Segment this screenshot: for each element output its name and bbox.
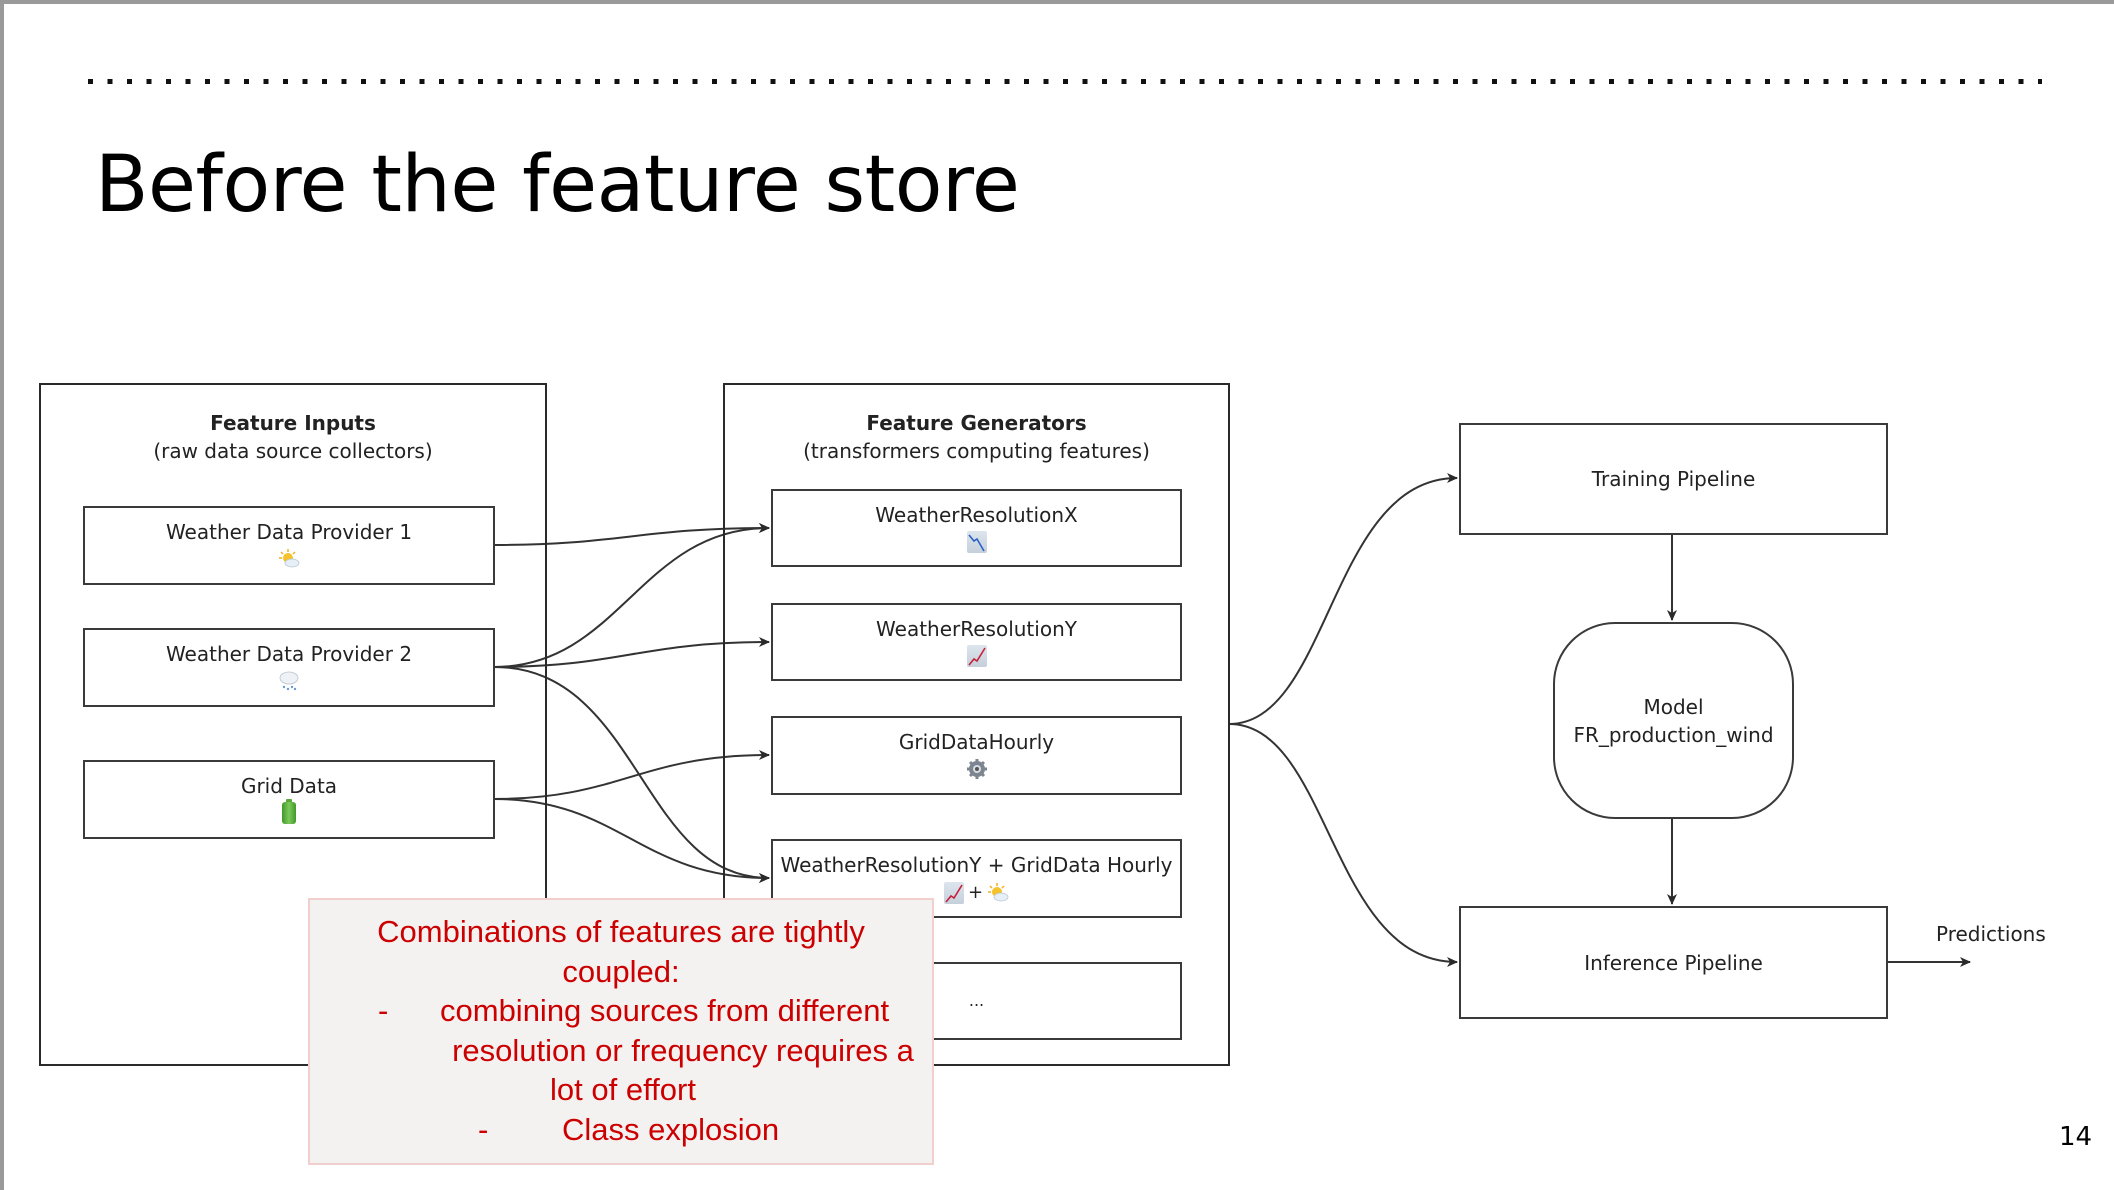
node-training-pipeline[interactable]: Training Pipeline bbox=[1459, 423, 1888, 535]
node-weather-resolution-y[interactable]: WeatherResolutionY bbox=[771, 603, 1182, 681]
coupling-callout: Combinations of features are tightly cou… bbox=[308, 898, 934, 1165]
node-weather-data-provider-1[interactable]: Weather Data Provider 1 bbox=[83, 506, 495, 585]
node-label: Inference Pipeline bbox=[1584, 950, 1763, 975]
chart-increasing-icon bbox=[966, 645, 987, 667]
callout-bullet-1-line-2: resolution or frequency requires a bbox=[452, 1032, 914, 1068]
edge-generators-inference bbox=[1228, 723, 1458, 967]
feature-generators-title: Feature Generators bbox=[866, 411, 1087, 435]
slide-frame-top bbox=[0, 0, 2114, 4]
callout-bullet-2-line-1: Class explosion bbox=[562, 1111, 780, 1147]
model-name: FR_production_wind bbox=[1573, 722, 1774, 747]
cloud-with-snow-icon bbox=[278, 670, 300, 692]
page-number: 14 bbox=[2059, 1122, 2093, 1152]
node-grid-data[interactable]: Grid Data bbox=[83, 760, 495, 839]
node-label: WeatherResolutionY + GridData Hourly bbox=[780, 853, 1173, 877]
bullet-dash: - bbox=[478, 1111, 489, 1147]
plus-sign: + bbox=[967, 882, 984, 903]
callout-bullet-1-line-3: lot of effort bbox=[550, 1072, 696, 1107]
dotted-divider bbox=[88, 79, 2042, 84]
feature-inputs-group: Feature Inputs (raw data source collecto… bbox=[39, 383, 547, 1066]
callout-bullet-2: - Class explosion bbox=[310, 1110, 932, 1150]
node-weather-resolution-y-plus-grid-data-hourly[interactable]: WeatherResolutionY + GridData Hourly + bbox=[771, 839, 1182, 918]
feature-generators-subtitle: (transformers computing features) bbox=[803, 439, 1150, 463]
node-weather-resolution-x[interactable]: WeatherResolutionX bbox=[771, 489, 1182, 567]
feature-inputs-subtitle: (raw data source collectors) bbox=[153, 439, 433, 463]
node-model[interactable]: Model FR_production_wind bbox=[1553, 622, 1794, 819]
bullet-dash: - bbox=[378, 993, 389, 1028]
node-label: Grid Data bbox=[240, 774, 338, 798]
feature-generators-group: Feature Generators (transformers computi… bbox=[723, 383, 1230, 1066]
model-label: Model bbox=[1643, 694, 1704, 719]
node-label: GridDataHourly bbox=[898, 730, 1055, 754]
node-grid-data-hourly[interactable]: GridDataHourly bbox=[771, 716, 1182, 795]
callout-bullet-1: - combining sources from different bbox=[310, 991, 932, 1031]
edge-generators-training bbox=[1228, 473, 1458, 725]
callout-bullet-1-line-1: combining sources from different bbox=[440, 993, 890, 1028]
chart-increasing-icon bbox=[943, 882, 964, 904]
node-label: Weather Data Provider 2 bbox=[165, 642, 413, 666]
feature-inputs-title: Feature Inputs bbox=[210, 411, 376, 435]
node-label: WeatherResolutionY bbox=[876, 617, 1077, 641]
node-label: Training Pipeline bbox=[1591, 467, 1756, 491]
battery-icon bbox=[282, 799, 296, 824]
chart-decreasing-icon bbox=[966, 531, 987, 553]
callout-heading-line-2: coupled: bbox=[562, 953, 680, 989]
sun-behind-cloud-icon bbox=[278, 548, 300, 570]
callout-heading-line-1: Combinations of features are tightly bbox=[377, 914, 865, 949]
node-label: Weather Data Provider 1 bbox=[165, 520, 413, 544]
gear-icon bbox=[966, 758, 988, 780]
predictions-label: Predictions bbox=[1936, 922, 2046, 946]
node-inference-pipeline[interactable]: Inference Pipeline bbox=[1459, 906, 1888, 1019]
node-label: WeatherResolutionX bbox=[875, 503, 1078, 527]
sun-behind-cloud-icon bbox=[987, 882, 1009, 904]
node-label: ... bbox=[968, 991, 985, 1010]
edge-wdp2-wrx bbox=[493, 523, 770, 668]
slide-frame-left bbox=[0, 0, 4, 1190]
slide-title: Before the feature store bbox=[95, 140, 1020, 230]
node-weather-data-provider-2[interactable]: Weather Data Provider 2 bbox=[83, 628, 495, 707]
